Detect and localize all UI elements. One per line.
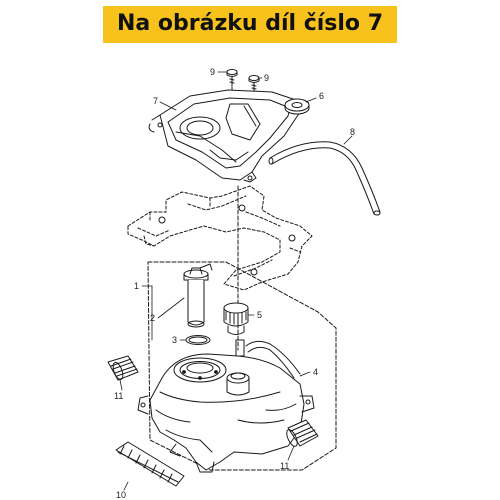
callout-11-left: 11 [114,391,123,401]
part-5-fuel-cap [223,302,249,335]
callout-labels: 9 9 7 6 8 1 2 3 5 4 11 11 10 [114,67,355,500]
page-title: Na obrázku díl číslo 7 [102,6,398,43]
part-4-vent-hose [235,339,301,379]
callout-9-left: 9 [210,67,215,77]
part-9-screw-left [226,69,238,87]
callout-7: 7 [153,96,158,106]
header-banner: Na obrázku díl číslo 7 [0,0,500,45]
frame-mount-holes [158,204,296,276]
part-8-hose [268,141,381,216]
fuel-tank-body [137,353,315,473]
callout-8: 8 [350,127,355,137]
callout-10: 10 [116,490,126,500]
callout-4: 4 [313,367,318,377]
part-7-tank-cover [148,89,301,183]
part-2-fuel-strainer [183,263,213,328]
callout-2: 2 [150,313,155,323]
callout-11-right: 11 [280,461,289,471]
callout-5: 5 [257,310,262,320]
part-10-protector-strip [115,441,185,487]
part-6-grommet [284,98,310,115]
callout-3: 3 [172,335,177,345]
callout-1: 1 [134,281,139,291]
part-9-screw-right [248,75,260,93]
part-11-damper-left [107,355,139,381]
frame-outline-dashed [127,185,313,291]
leader-lines [119,71,353,491]
part-11-damper-right [286,419,319,447]
callout-9-right: 9 [264,73,269,83]
tank-assembly-group-outline [147,261,337,471]
part-3-o-ring [185,335,211,345]
callout-6: 6 [319,91,324,101]
